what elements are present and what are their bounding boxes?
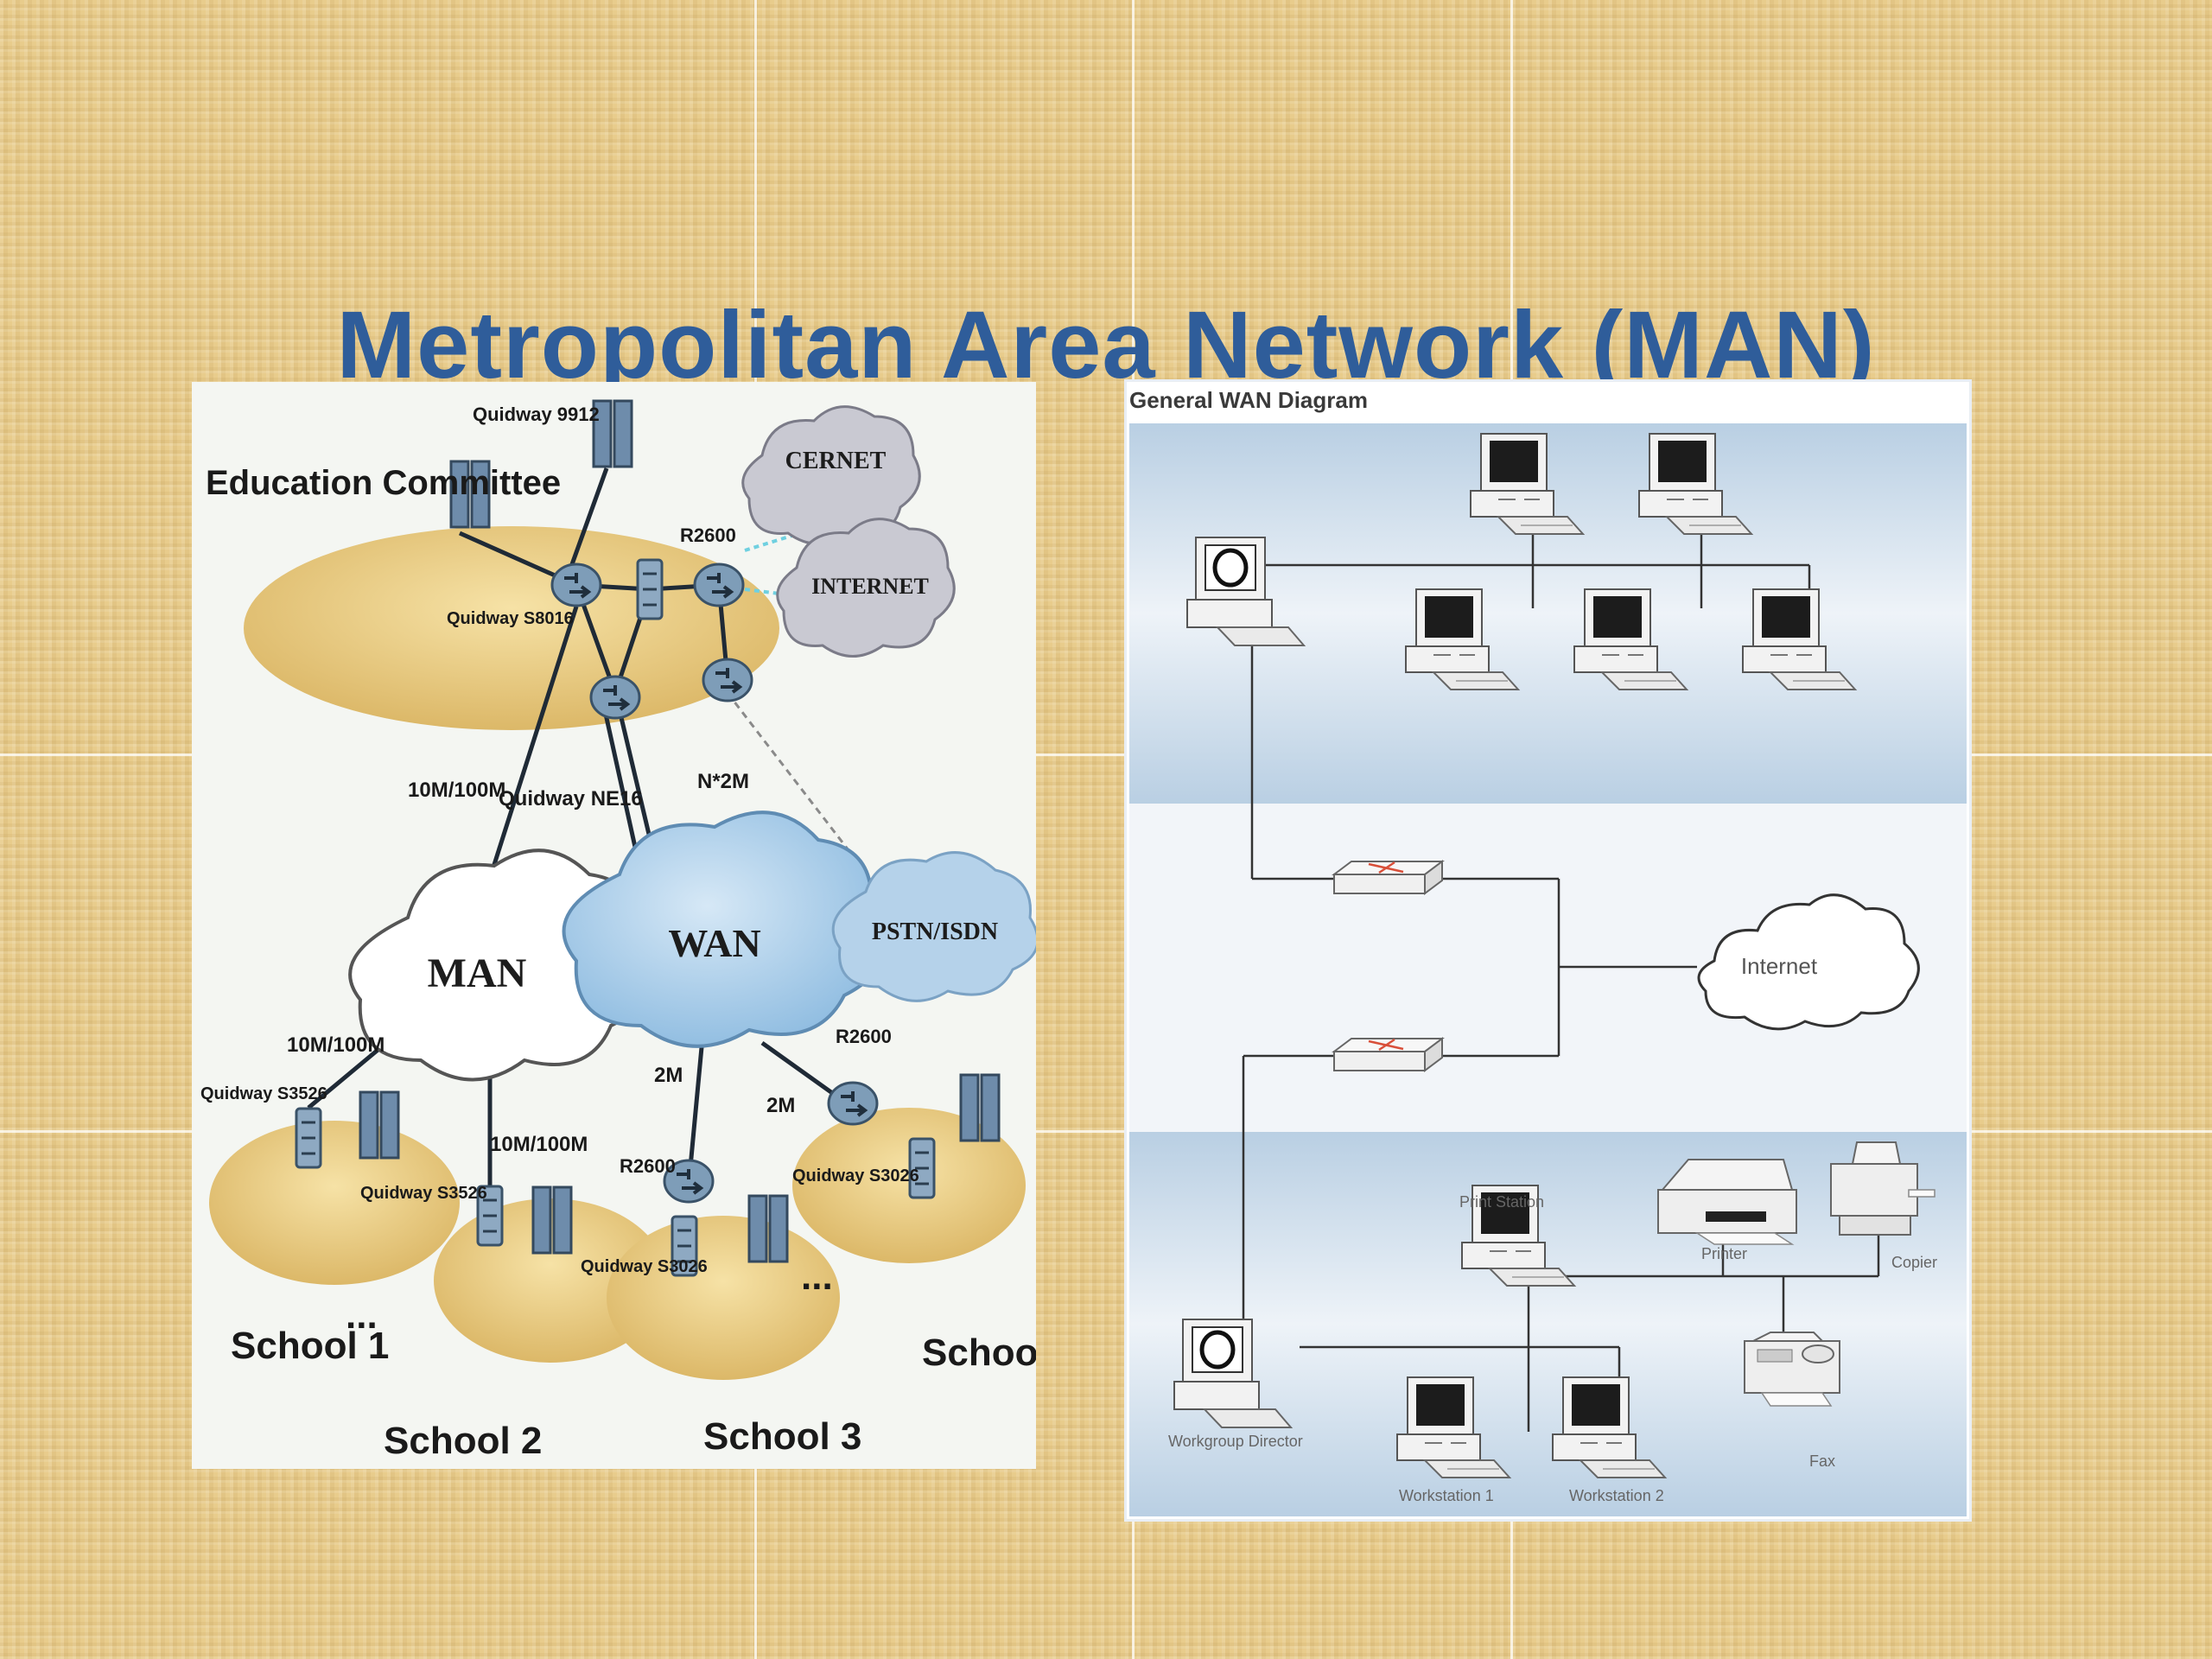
quidway-s3026-right-label: Quidway S3026 — [792, 1166, 919, 1185]
link-2m-a-label: 2M — [654, 1064, 683, 1087]
svg-text:PSTN/ISDN: PSTN/ISDN — [872, 918, 998, 945]
school-1-disc — [209, 1121, 460, 1285]
link-2m-b-label: 2M — [766, 1094, 795, 1117]
link-10m-100m-left-label: 10M/100M — [287, 1033, 385, 1057]
wan-links — [1226, 533, 1880, 1432]
workgroup-director-label: Workgroup Director — [1168, 1433, 1303, 1450]
wan-diagram-header: General WAN Diagram — [1129, 387, 1368, 413]
school-3-label: School 3 — [703, 1415, 861, 1458]
workstation-2-label: Workstation 2 — [1569, 1487, 1664, 1504]
wan-diagram-panel: General WAN Diagram — [1127, 382, 1969, 1519]
wan-cloud: WAN — [562, 810, 885, 1048]
quidway-s3526-left-label: Quidway S3526 — [200, 1084, 327, 1103]
pstn-isdn-cloud: PSTN/ISDN — [831, 851, 1039, 1002]
internet-cloud-left: INTERNET — [776, 518, 956, 658]
router-icon — [702, 658, 753, 702]
wan-diagram: General WAN Diagram — [1129, 387, 1967, 1516]
quidway-top-label: Quidway 9912 — [473, 404, 600, 425]
quidway-s8016-label: Quidway S8016 — [447, 609, 574, 628]
link-10m-100m-label: 10M/100M — [408, 779, 505, 802]
copier-icon — [1830, 1141, 1936, 1236]
slide-title: Metropolitan Area Network (MAN) — [336, 291, 1876, 398]
workstation-1-label: Workstation 1 — [1399, 1487, 1494, 1504]
svg-text:CERNET: CERNET — [785, 448, 887, 474]
bottom-lan-band — [1129, 1132, 1967, 1516]
copier-label: Copier — [1891, 1254, 1937, 1271]
link-10m-100m-mid-label: 10M/100M — [490, 1133, 588, 1156]
internet-cloud-label: Internet — [1741, 953, 1818, 979]
school-n-label: School N — [922, 1332, 1036, 1374]
quidway-s3526-mid-label: Quidway S3526 — [360, 1184, 487, 1203]
tile-seam — [0, 1130, 2212, 1133]
school-3-disc — [607, 1216, 840, 1380]
ellipsis-right: ... — [801, 1255, 833, 1298]
router-icon — [1332, 1037, 1444, 1072]
quidway-s3026-school3-label: Quidway S3026 — [581, 1257, 708, 1276]
school-1-label: School 1 — [231, 1325, 389, 1367]
tile-seam — [0, 753, 2212, 756]
switch-icon — [295, 1107, 322, 1169]
quidway-ne16-label: Quidway NE16 — [499, 787, 643, 810]
switch-icon — [636, 558, 664, 620]
r2600-right-label: R2600 — [836, 1026, 892, 1047]
svg-text:INTERNET: INTERNET — [811, 574, 929, 599]
svg-text:MAN: MAN — [428, 950, 527, 996]
fax-label: Fax — [1809, 1452, 1835, 1470]
router-icon — [827, 1081, 879, 1126]
r2600-top-label: R2600 — [680, 524, 736, 546]
printer-icon — [1657, 1159, 1797, 1245]
router-icon — [550, 563, 602, 607]
r2600-school3-label: R2600 — [620, 1155, 676, 1177]
printer-label: Printer — [1701, 1245, 1747, 1262]
school-2-label: School 2 — [384, 1420, 542, 1462]
print-station-label: Print Station — [1459, 1193, 1544, 1211]
router-icon — [1332, 860, 1444, 895]
cernet-cloud: CERNET — [741, 405, 921, 545]
man-diagram-panel: CERNET INTERNET MAN WAN PSTN/ISDN — [192, 382, 1087, 1469]
internet-cloud: Internet — [1697, 893, 1920, 1031]
education-committee-label: Education Committee — [206, 464, 561, 502]
fax-icon — [1744, 1332, 1840, 1407]
man-diagram: CERNET INTERNET MAN WAN PSTN/ISDN — [200, 399, 1087, 1462]
router-icon — [589, 675, 641, 720]
link-n2m-label: N*2M — [697, 770, 749, 793]
ellipsis-left: ... — [346, 1294, 378, 1337]
svg-text:WAN: WAN — [668, 921, 760, 965]
router-icon — [693, 563, 745, 607]
